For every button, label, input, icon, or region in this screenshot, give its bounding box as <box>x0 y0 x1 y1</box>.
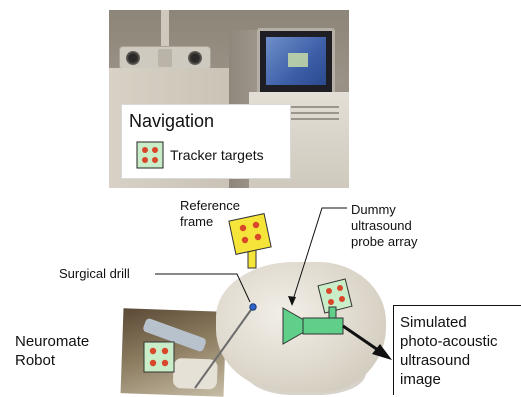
robot-tracker <box>144 342 174 372</box>
dummy-probe-label: Dummy ultrasound probe array <box>351 202 417 250</box>
drill-shaft <box>195 307 253 388</box>
probe-array-arrowhead <box>288 296 296 306</box>
drill-tip <box>250 304 256 310</box>
neuromate-robot-label: Neuromate Robot <box>15 332 89 370</box>
surgical-drill-label: Surgical drill <box>59 266 130 282</box>
surgical-drill-leader <box>155 274 250 302</box>
output-arrow <box>343 326 378 350</box>
simulated-image-label: Simulated photo-acoustic ultrasound imag… <box>400 313 498 389</box>
reference-frame-label: Reference frame <box>180 198 240 230</box>
